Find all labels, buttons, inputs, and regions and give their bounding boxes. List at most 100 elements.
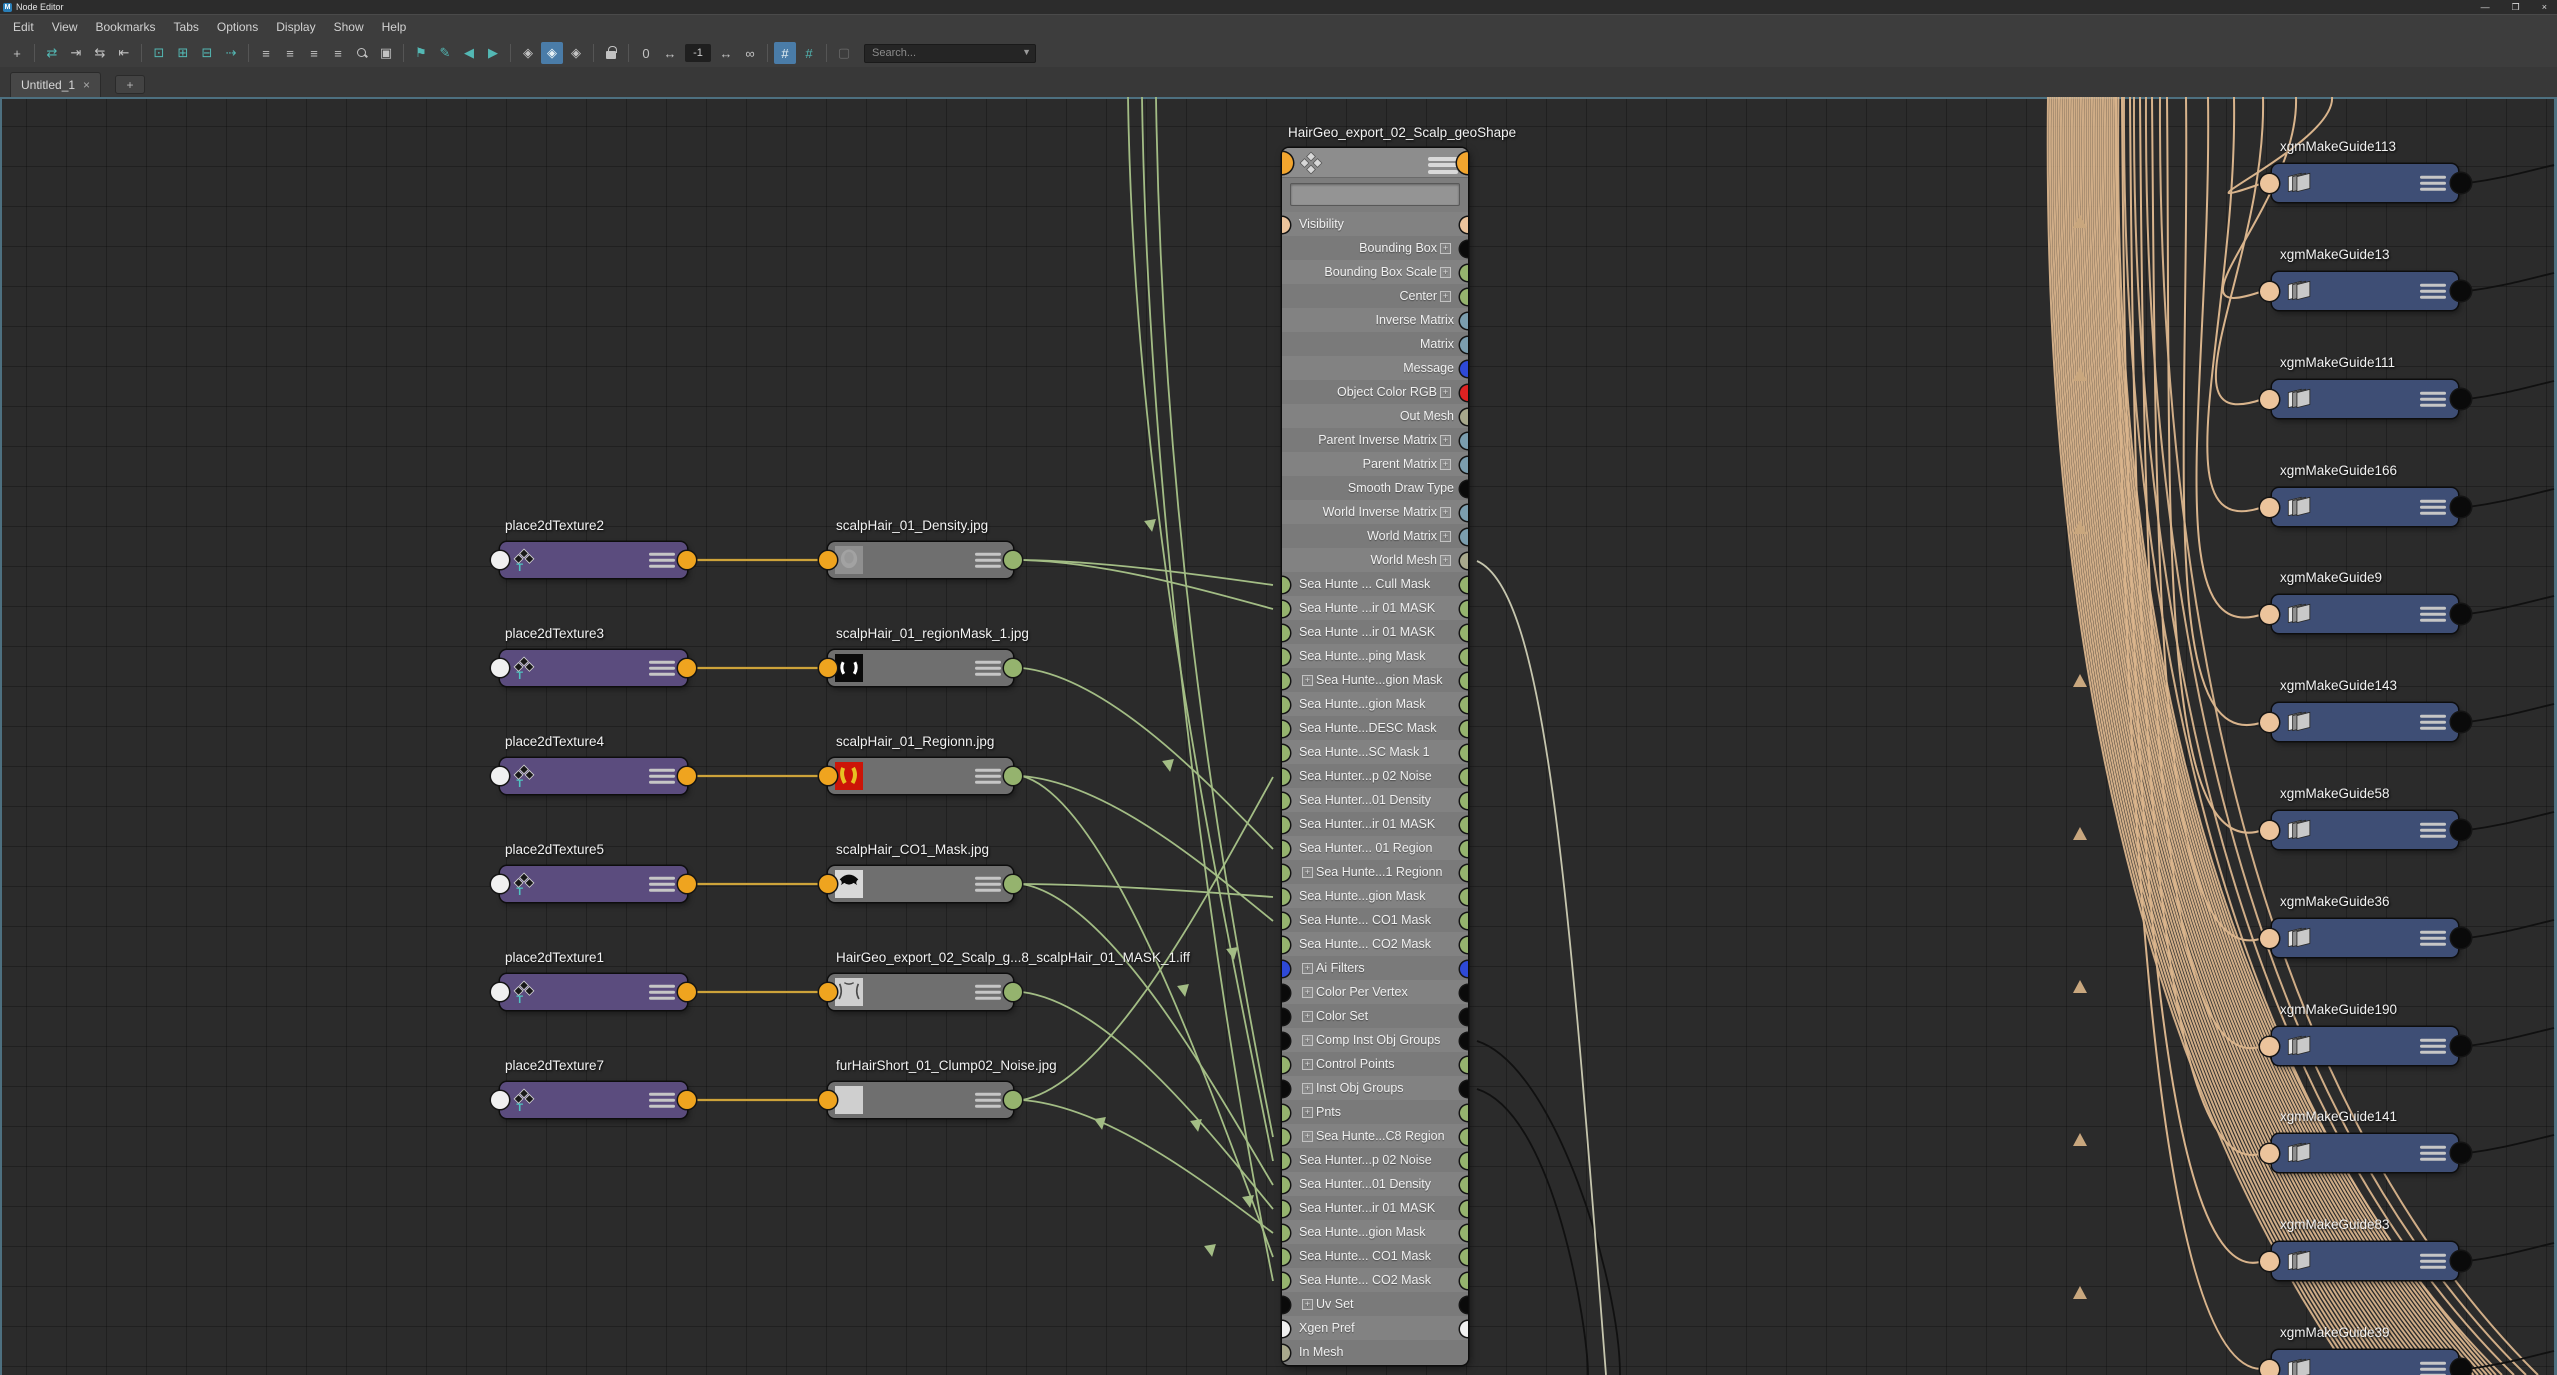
input-socket[interactable]: [819, 659, 837, 677]
attribute-row[interactable]: Inverse Matrix: [1282, 308, 1468, 332]
input-connections-icon[interactable]: ⇥: [65, 42, 87, 64]
traversal-depth-zero-icon[interactable]: 0: [635, 42, 657, 64]
attribute-row[interactable]: Out Mesh: [1282, 404, 1468, 428]
node-place2dTexture5[interactable]: T: [500, 866, 687, 902]
attribute-row[interactable]: Xgen Pref: [1282, 1316, 1468, 1340]
close-button[interactable]: ×: [2542, 2, 2547, 13]
input-socket[interactable]: [2260, 390, 2279, 409]
create-node-icon[interactable]: +: [6, 42, 28, 64]
expand-plus-icon[interactable]: +: [1302, 1299, 1313, 1310]
tab-close-icon[interactable]: ×: [83, 78, 90, 92]
menu-display[interactable]: Display: [267, 15, 324, 39]
node-xgmMakeGuide166[interactable]: [2272, 488, 2458, 526]
menu-bookmarks[interactable]: Bookmarks: [86, 15, 164, 39]
attribute-row[interactable]: Sea Hunte... CO2 Mask: [1282, 932, 1468, 956]
output-socket[interactable]: [1004, 659, 1022, 677]
output-socket[interactable]: [678, 875, 696, 893]
attribute-row[interactable]: +Uv Set: [1282, 1292, 1468, 1316]
attribute-row[interactable]: Sea Hunter...p 02 Noise: [1282, 1148, 1468, 1172]
node-place2dTexture1[interactable]: T: [500, 974, 687, 1010]
attribute-row[interactable]: Smooth Draw Type: [1282, 476, 1468, 500]
attribute-row[interactable]: +Ai Filters: [1282, 956, 1468, 980]
attribute-row[interactable]: Sea Hunte ... Cull Mask: [1282, 572, 1468, 596]
input-socket[interactable]: [819, 1091, 837, 1109]
frame-all-icon[interactable]: ▢: [833, 42, 855, 64]
attribute-filter-field[interactable]: [1290, 183, 1460, 206]
tab-add-button[interactable]: +: [115, 75, 145, 94]
attribute-row[interactable]: Sea Hunter...ir 01 MASK: [1282, 812, 1468, 836]
node-menu-icon[interactable]: [649, 982, 675, 1003]
output-socket[interactable]: [1004, 875, 1022, 893]
node-xgmMakeGuide13[interactable]: [2272, 272, 2458, 310]
input-socket[interactable]: [2260, 498, 2279, 517]
node-xgmMakeGuide39[interactable]: [2272, 1350, 2458, 1375]
pin-lock-left-icon[interactable]: ◈: [517, 42, 539, 64]
node-menu-icon[interactable]: [2420, 1359, 2446, 1375]
attribute-row[interactable]: Sea Hunte...gion Mask: [1282, 692, 1468, 716]
remove-from-graph-icon[interactable]: ⊟: [196, 42, 218, 64]
attribute-row[interactable]: Sea Hunte... CO2 Mask: [1282, 1268, 1468, 1292]
node-hairgeo-scalp-geoshape[interactable]: VisibilityBounding Box+Bounding Box Scal…: [1282, 148, 1468, 1365]
output-socket[interactable]: [491, 767, 509, 785]
input-socket[interactable]: [2260, 174, 2279, 193]
expand-plus-icon[interactable]: +: [1440, 555, 1451, 566]
attribute-row[interactable]: Parent Matrix+: [1282, 452, 1468, 476]
restore-button[interactable]: ❐: [2512, 2, 2520, 13]
input-output-connections-icon[interactable]: ⇆: [89, 42, 111, 64]
attribute-row[interactable]: Sea Hunte...gion Mask: [1282, 1220, 1468, 1244]
expand-plus-icon[interactable]: +: [1302, 1059, 1313, 1070]
input-socket[interactable]: [2260, 821, 2279, 840]
attribute-row[interactable]: +Comp Inst Obj Groups: [1282, 1028, 1468, 1052]
node-file-texture[interactable]: [828, 1082, 1013, 1118]
output-socket[interactable]: [2451, 1251, 2471, 1271]
expand-plus-icon[interactable]: +: [1440, 387, 1451, 398]
attribute-row[interactable]: Sea Hunter...01 Density: [1282, 1172, 1468, 1196]
bookmark-prev-icon[interactable]: ◀: [458, 42, 480, 64]
output-socket[interactable]: [1004, 767, 1022, 785]
input-socket[interactable]: [2260, 1360, 2279, 1375]
output-socket[interactable]: [2451, 173, 2471, 193]
output-socket[interactable]: [678, 551, 696, 569]
attribute-row[interactable]: World Matrix+: [1282, 524, 1468, 548]
node-menu-icon[interactable]: [2420, 281, 2446, 302]
node-xgmMakeGuide141[interactable]: [2272, 1134, 2458, 1172]
display-mode-custom-icon[interactable]: ≡: [327, 42, 349, 64]
expand-plus-icon[interactable]: +: [1440, 243, 1451, 254]
node-file-texture[interactable]: [828, 758, 1013, 794]
input-socket[interactable]: [2260, 1252, 2279, 1271]
pin-lock-right-icon[interactable]: ◈: [565, 42, 587, 64]
output-socket[interactable]: [2451, 1036, 2471, 1056]
attribute-row[interactable]: Sea Hunte...DESC Mask: [1282, 716, 1468, 740]
attribute-row[interactable]: +Sea Hunte...C8 Region: [1282, 1124, 1468, 1148]
search-input[interactable]: [864, 44, 1036, 63]
minimize-button[interactable]: —: [2481, 2, 2490, 13]
node-menu-icon[interactable]: [1428, 154, 1458, 176]
expand-plus-icon[interactable]: +: [1302, 1107, 1313, 1118]
input-socket[interactable]: [819, 983, 837, 1001]
output-socket[interactable]: [2451, 712, 2471, 732]
display-mode-connected-icon[interactable]: ≡: [279, 42, 301, 64]
output-socket[interactable]: [1004, 1091, 1022, 1109]
attribute-row[interactable]: Bounding Box+: [1282, 236, 1468, 260]
output-socket[interactable]: [678, 1091, 696, 1109]
sync-graph-icon[interactable]: ⇄: [41, 42, 63, 64]
node-graph-canvas[interactable]: place2dTexture2Tplace2dTexture3Tplace2dT…: [0, 97, 2557, 1375]
bookmark-new-icon[interactable]: ⚑: [410, 42, 432, 64]
attribute-row[interactable]: Object Color RGB+: [1282, 380, 1468, 404]
attribute-row[interactable]: +Color Per Vertex: [1282, 980, 1468, 1004]
traversal-depth-unlimited-icon[interactable]: ∞: [739, 42, 761, 64]
input-socket[interactable]: [2260, 713, 2279, 732]
node-xgmMakeGuide83[interactable]: [2272, 1242, 2458, 1280]
output-socket[interactable]: [491, 551, 509, 569]
node-menu-icon[interactable]: [2420, 604, 2446, 625]
traversal-depth-value[interactable]: -1: [685, 44, 711, 62]
attribute-row[interactable]: +Pnts: [1282, 1100, 1468, 1124]
node-menu-icon[interactable]: [2420, 712, 2446, 733]
attribute-row[interactable]: World Mesh+: [1282, 548, 1468, 572]
input-socket[interactable]: [2260, 282, 2279, 301]
input-socket[interactable]: [2260, 1144, 2279, 1163]
attribute-row[interactable]: World Inverse Matrix+: [1282, 500, 1468, 524]
input-socket[interactable]: [819, 767, 837, 785]
node-menu-icon[interactable]: [975, 658, 1001, 679]
node-xgmMakeGuide36[interactable]: [2272, 919, 2458, 957]
